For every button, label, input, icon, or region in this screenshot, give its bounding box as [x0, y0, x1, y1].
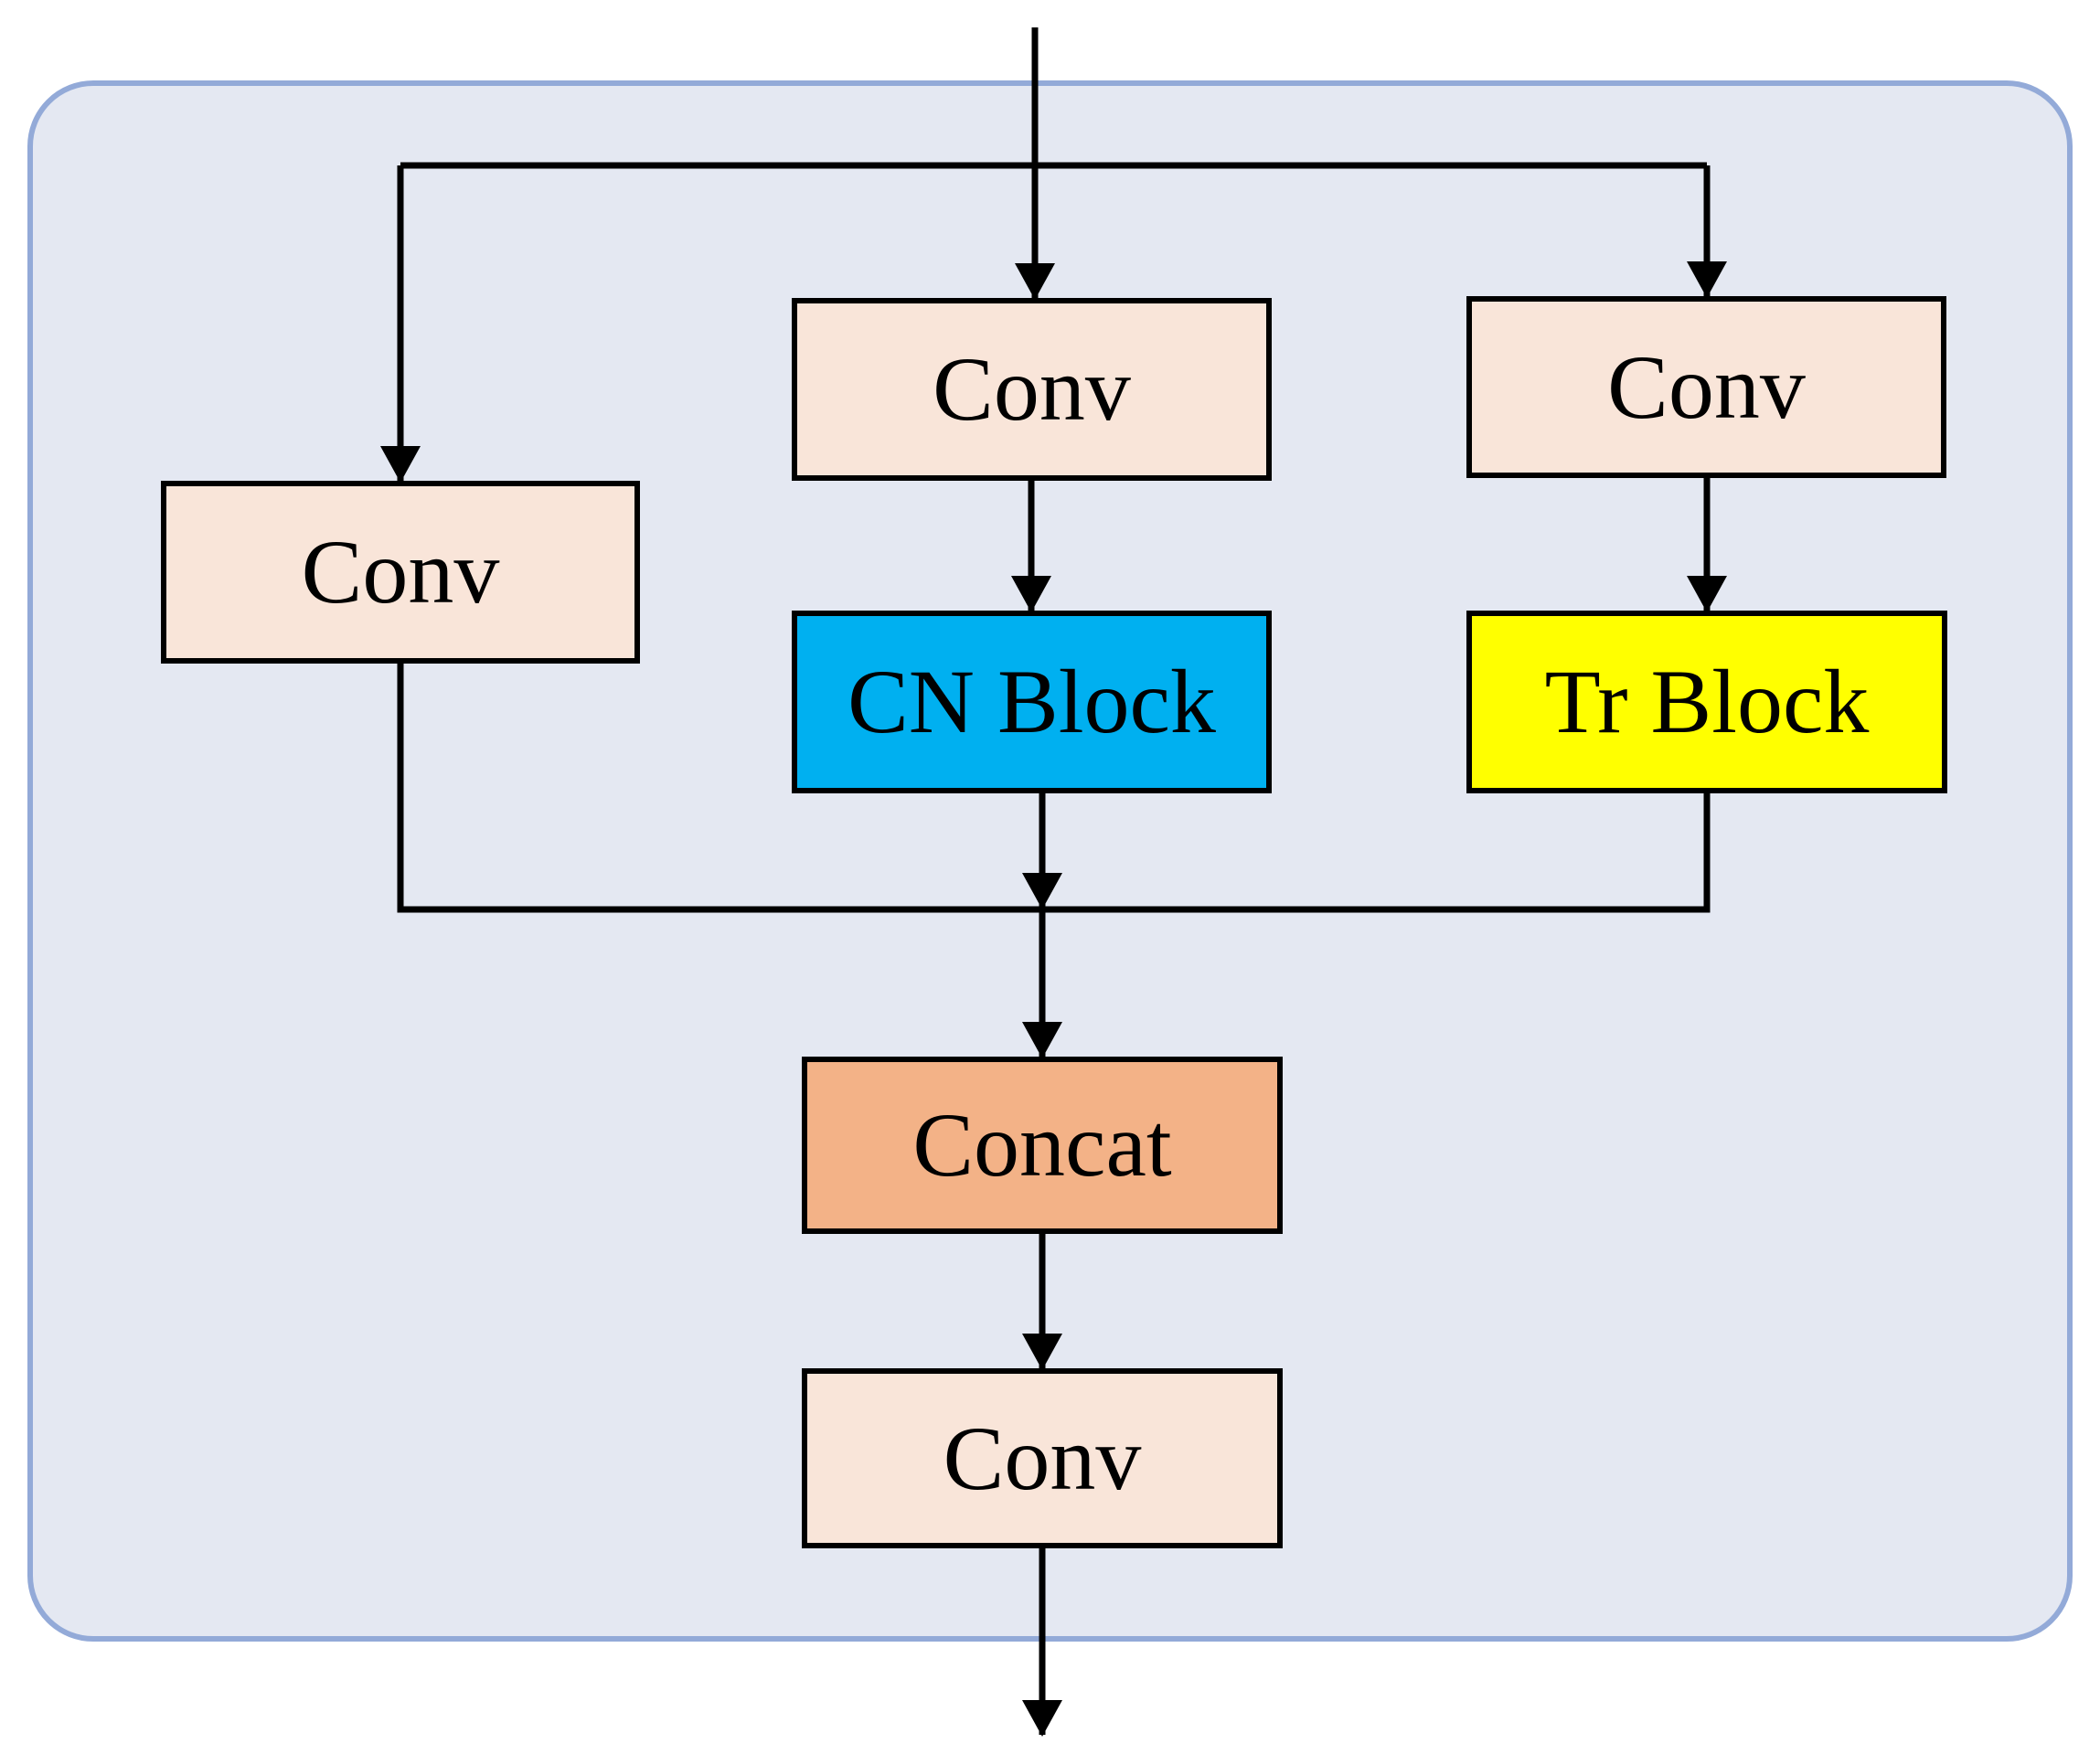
tr-block: Tr Block: [1466, 611, 1947, 793]
conv-right-block: Conv: [1466, 296, 1946, 478]
conv-left-block: Conv: [161, 481, 640, 664]
cn-block: CN Block: [792, 611, 1272, 793]
conv-middle-block: Conv: [792, 298, 1272, 481]
merge-right: [1042, 793, 1711, 913]
merge-left: [397, 664, 1042, 913]
conv-output-block: Conv: [802, 1368, 1283, 1548]
concat-block: Concat: [802, 1057, 1283, 1234]
